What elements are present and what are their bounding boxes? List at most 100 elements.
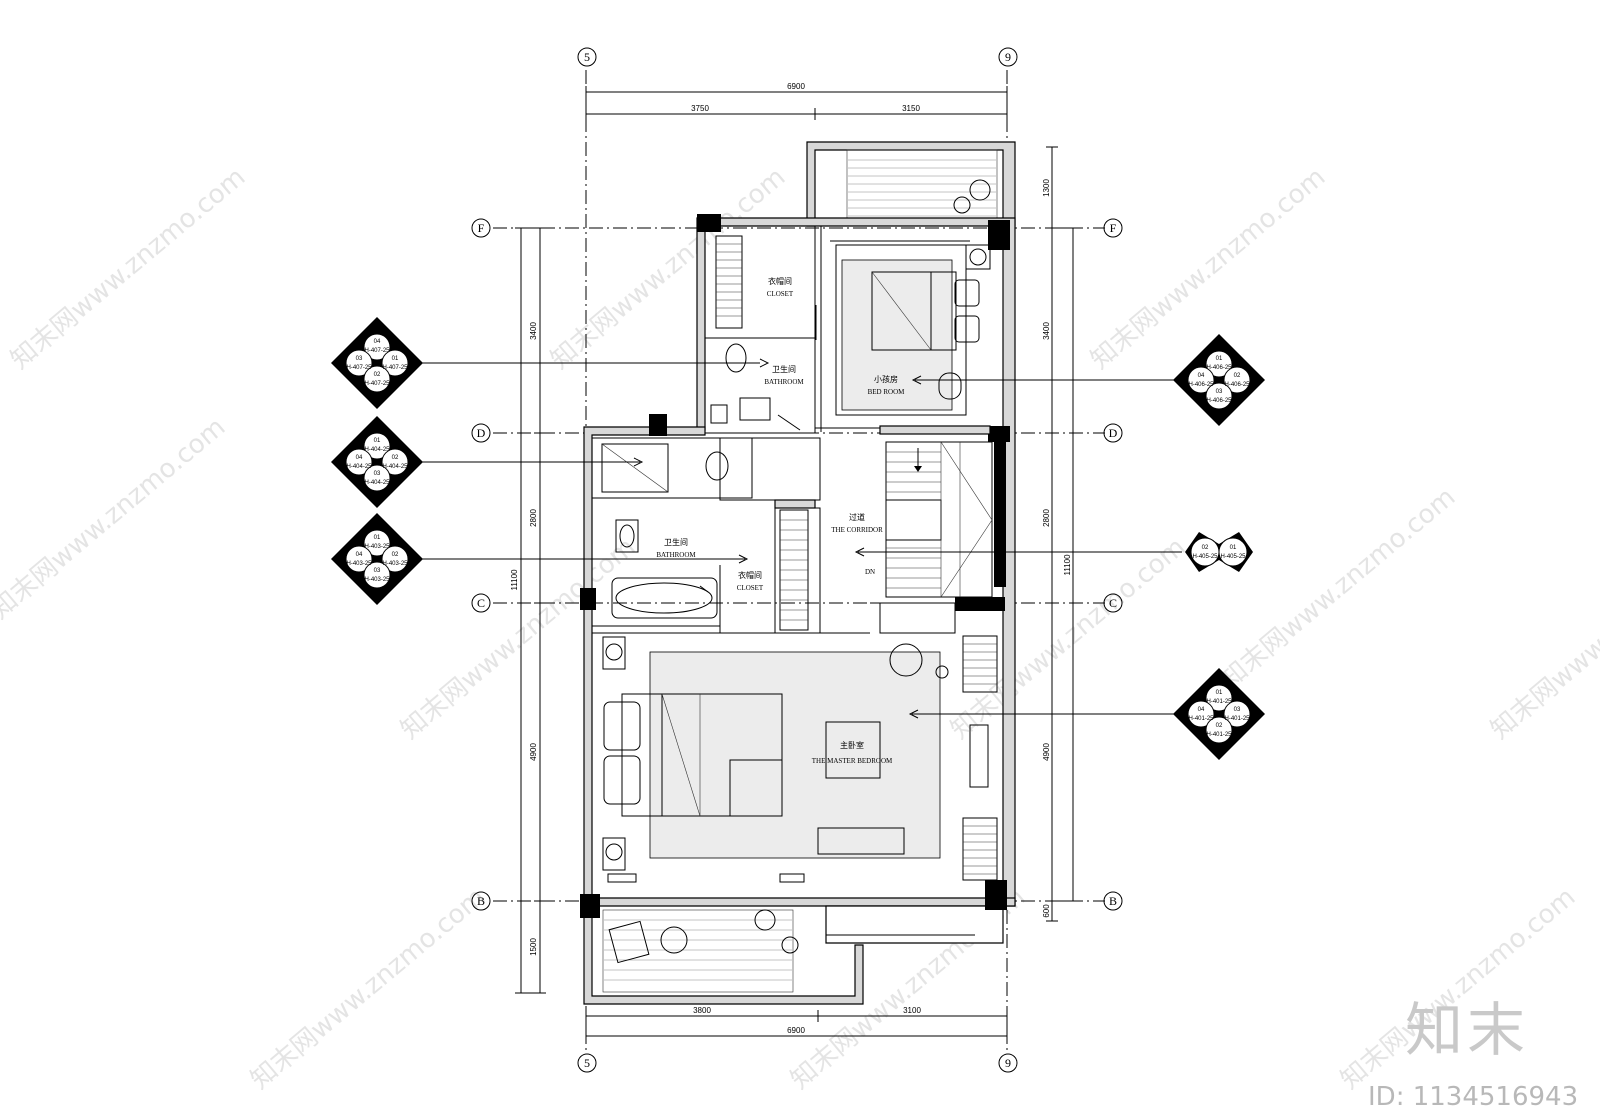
svg-text:C: C (1109, 596, 1117, 610)
axis-bubble-left-b: B (471, 891, 491, 911)
dimension-right: 1300 3400 2800 4900 600 11100 (1042, 146, 1079, 922)
svg-text:H-404-25: H-404-25 (346, 464, 372, 470)
room-label-closet-top: 衣帽间 CLOSET (767, 276, 794, 298)
elevation-tag-401: 01 H-401-25 04 H-401-25 03 H-401-25 02 H… (1173, 668, 1265, 760)
svg-text:01: 01 (392, 356, 399, 362)
svg-text:02: 02 (392, 552, 399, 558)
svg-text:BATHROOM: BATHROOM (656, 551, 696, 559)
svg-text:02: 02 (1216, 723, 1223, 729)
svg-text:H-405-25: H-405-25 (1192, 554, 1218, 560)
elevation-tag-404: 01 H-404-25 04 H-404-25 02 H-404-25 03 H… (331, 416, 423, 508)
dim-right-part: 4900 (1042, 743, 1051, 761)
watermark-layer: 知末网www.znzmo.com 知末网www.znzmo.com 知末网www… (0, 162, 1600, 1095)
kids-room-furniture (841, 244, 991, 411)
svg-text:H-407-25: H-407-25 (382, 365, 408, 371)
axis-bubble-top-9: 9 (998, 47, 1018, 67)
svg-text:04: 04 (1198, 373, 1205, 379)
svg-text:F: F (478, 221, 485, 235)
dimension-bottom: 3800 3100 6900 (585, 1006, 1008, 1042)
bathroom-fixtures (601, 343, 801, 619)
svg-text:H-404-25: H-404-25 (382, 464, 408, 470)
dim-left-part: 1500 (529, 938, 538, 956)
svg-text:04: 04 (356, 455, 363, 461)
svg-text:03: 03 (356, 356, 363, 362)
watermark-text: 知末网www.znzmo.com (5, 162, 251, 375)
svg-text:主卧室: 主卧室 (840, 740, 864, 750)
svg-text:衣帽间: 衣帽间 (738, 570, 762, 580)
axis-bubble-right-d: D (1103, 423, 1123, 443)
svg-text:02: 02 (1234, 373, 1241, 379)
dim-bottom-part: 3100 (903, 1006, 921, 1015)
svg-text:H-403-25: H-403-25 (364, 577, 390, 583)
staircase: DN (865, 441, 993, 598)
watermark-text: 知末网www.znzmo.com (1085, 162, 1331, 375)
svg-text:H-407-25: H-407-25 (346, 365, 372, 371)
axis-bubble-right-b: B (1103, 891, 1123, 911)
svg-text:BED ROOM: BED ROOM (868, 388, 906, 396)
image-id-label: ID: 1134516943 (1368, 1082, 1578, 1112)
watermark-text: 知末网www.znzmo.com (245, 882, 491, 1095)
master-bedroom-furniture (602, 636, 949, 883)
svg-text:01: 01 (1216, 690, 1223, 696)
svg-text:卫生间: 卫生间 (664, 537, 688, 547)
axis-bubble-bottom-9: 9 (998, 1053, 1018, 1073)
dim-right-part: 600 (1042, 904, 1051, 918)
dim-right-total: 11100 (1063, 554, 1072, 576)
dim-left-part: 3400 (529, 322, 538, 340)
svg-text:F: F (1110, 221, 1117, 235)
svg-text:H-401-25: H-401-25 (1206, 699, 1232, 705)
closet-shelving (715, 235, 998, 881)
svg-text:H-406-25: H-406-25 (1206, 398, 1232, 404)
svg-text:B: B (477, 894, 485, 908)
svg-text:03: 03 (374, 471, 381, 477)
dim-right-part: 2800 (1042, 509, 1051, 527)
dim-bottom-part: 3800 (693, 1006, 711, 1015)
svg-text:CLOSET: CLOSET (737, 584, 764, 592)
svg-text:卫生间: 卫生间 (772, 364, 796, 374)
structural-columns (580, 214, 1010, 918)
axis-bubble-right-f: F (1103, 218, 1123, 238)
dim-left-part: 2800 (529, 509, 538, 527)
elevation-leader-lines (414, 358, 1182, 719)
svg-text:H-401-25: H-401-25 (1206, 732, 1232, 738)
svg-text:小孩房: 小孩房 (874, 374, 898, 384)
svg-text:CLOSET: CLOSET (767, 290, 794, 298)
dim-bottom-total: 6900 (787, 1026, 805, 1035)
elevation-tag-405: 02 H-405-25 01 H-405-25 (1185, 532, 1253, 572)
svg-text:03: 03 (1234, 707, 1241, 713)
interior-walls (591, 226, 995, 634)
svg-text:02: 02 (392, 455, 399, 461)
room-label-master-bedroom: 主卧室 THE MASTER BEDROOM (812, 740, 893, 765)
svg-text:C: C (477, 596, 485, 610)
dimension-top: 6900 3750 3150 (585, 82, 1008, 120)
room-label-closet-mid: 衣帽间 CLOSET (737, 570, 764, 592)
svg-text:H-403-25: H-403-25 (364, 544, 390, 550)
dim-top-total: 6900 (787, 82, 805, 91)
svg-text:D: D (1109, 426, 1118, 440)
svg-text:5: 5 (584, 1056, 590, 1070)
axis-bubble-top-5: 5 (577, 47, 597, 67)
svg-text:THE CORRIDOR: THE CORRIDOR (831, 526, 883, 534)
svg-text:9: 9 (1005, 50, 1011, 64)
svg-text:H-404-25: H-404-25 (364, 480, 390, 486)
svg-text:H-407-25: H-407-25 (364, 381, 390, 387)
svg-text:01: 01 (1230, 545, 1237, 551)
svg-text:BATHROOM: BATHROOM (764, 378, 804, 386)
svg-text:衣帽间: 衣帽间 (768, 276, 792, 286)
watermark-text: 知末网www.znzmo.com (1215, 482, 1461, 695)
svg-text:H-406-25: H-406-25 (1224, 382, 1250, 388)
elevation-tag-406: 01 H-406-25 04 H-406-25 02 H-406-25 03 H… (1173, 334, 1265, 426)
dim-right-part: 3400 (1042, 322, 1051, 340)
axis-bubble-left-c: C (471, 593, 491, 613)
svg-text:H-407-25: H-407-25 (364, 348, 390, 354)
axis-bubble-left-f: F (471, 218, 491, 238)
axis-bubble-bottom-5: 5 (577, 1053, 597, 1073)
svg-text:9: 9 (1005, 1056, 1011, 1070)
elevation-tag-407: 04 H-407-25 03 H-407-25 01 H-407-25 02 H… (331, 317, 423, 409)
axis-bubble-right-c: C (1103, 593, 1123, 613)
svg-text:H-401-25: H-401-25 (1224, 716, 1250, 722)
watermark-text: 知末网www.znzmo.com (545, 162, 791, 375)
svg-text:04: 04 (1198, 707, 1205, 713)
svg-text:02: 02 (374, 372, 381, 378)
